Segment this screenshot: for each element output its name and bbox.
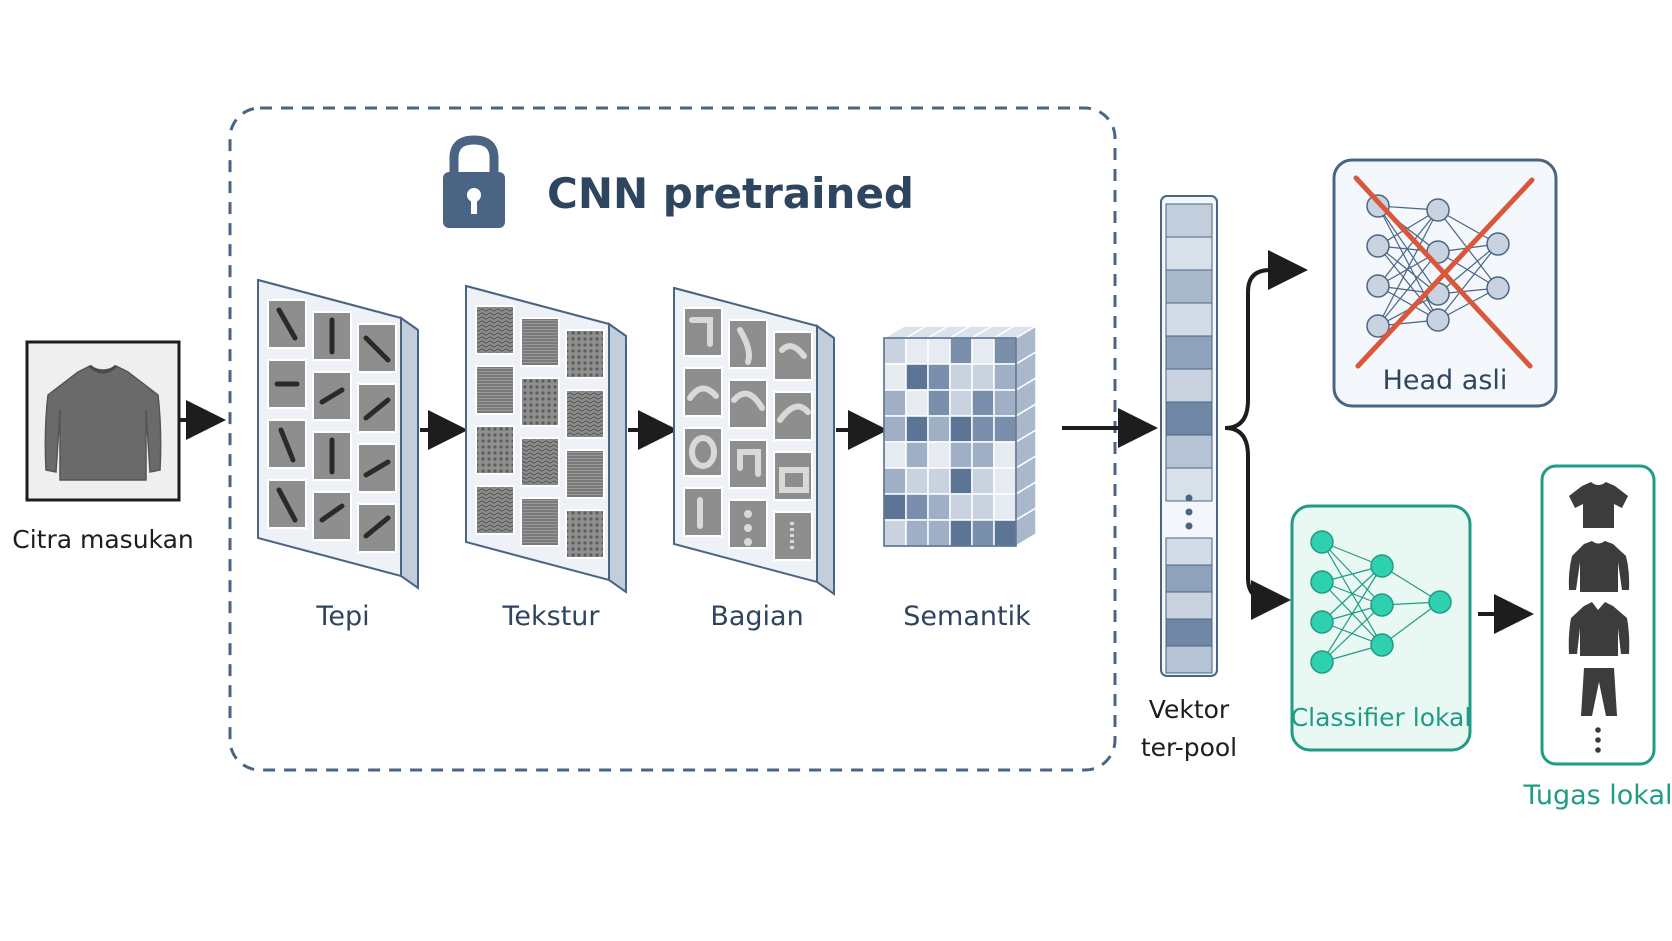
pooled-vector	[1160, 195, 1218, 677]
more-icon	[1595, 727, 1601, 753]
stage-label-bagian: Bagian	[710, 601, 803, 632]
sweater-icon	[44, 364, 162, 481]
jacket-icon	[1568, 602, 1630, 656]
input-image	[25, 340, 181, 502]
local-classifier-label: Classifier lokal	[1291, 703, 1472, 732]
stage-label-tekstur: Tekstur	[501, 601, 600, 632]
original-head-label: Head asli	[1383, 365, 1508, 396]
arrow-to-local-classifier	[1224, 426, 1291, 620]
vector-label-line1: Vektor	[1149, 695, 1230, 724]
stage-label-semantik: Semantik	[903, 601, 1031, 632]
cnn-title: CNN pretrained	[547, 169, 914, 218]
tshirt-icon	[1569, 482, 1628, 528]
vector-ellipsis	[1185, 494, 1193, 530]
stage-edges-panel	[257, 278, 419, 590]
stage-label-tepi: Tepi	[315, 601, 369, 632]
frozen-cnn-block	[228, 106, 1117, 772]
vector-label-line2: ter-pool	[1141, 733, 1237, 762]
sweater-icon	[1568, 541, 1630, 592]
stage-semantic-cube	[881, 324, 1039, 548]
original-head-network	[1366, 194, 1510, 338]
input-label: Citra masukan	[12, 525, 194, 554]
arrow-to-original-head	[1224, 250, 1308, 430]
cross-out-mark	[1353, 175, 1535, 369]
stage-parts-panel	[673, 286, 835, 596]
stage-texture-panel	[465, 284, 627, 594]
local-task-label: Tugas lokal	[1522, 780, 1672, 811]
original-head-box	[1332, 158, 1558, 408]
local-classifier-network	[1310, 530, 1452, 674]
pants-icon	[1581, 668, 1617, 716]
lock-icon	[443, 135, 505, 228]
